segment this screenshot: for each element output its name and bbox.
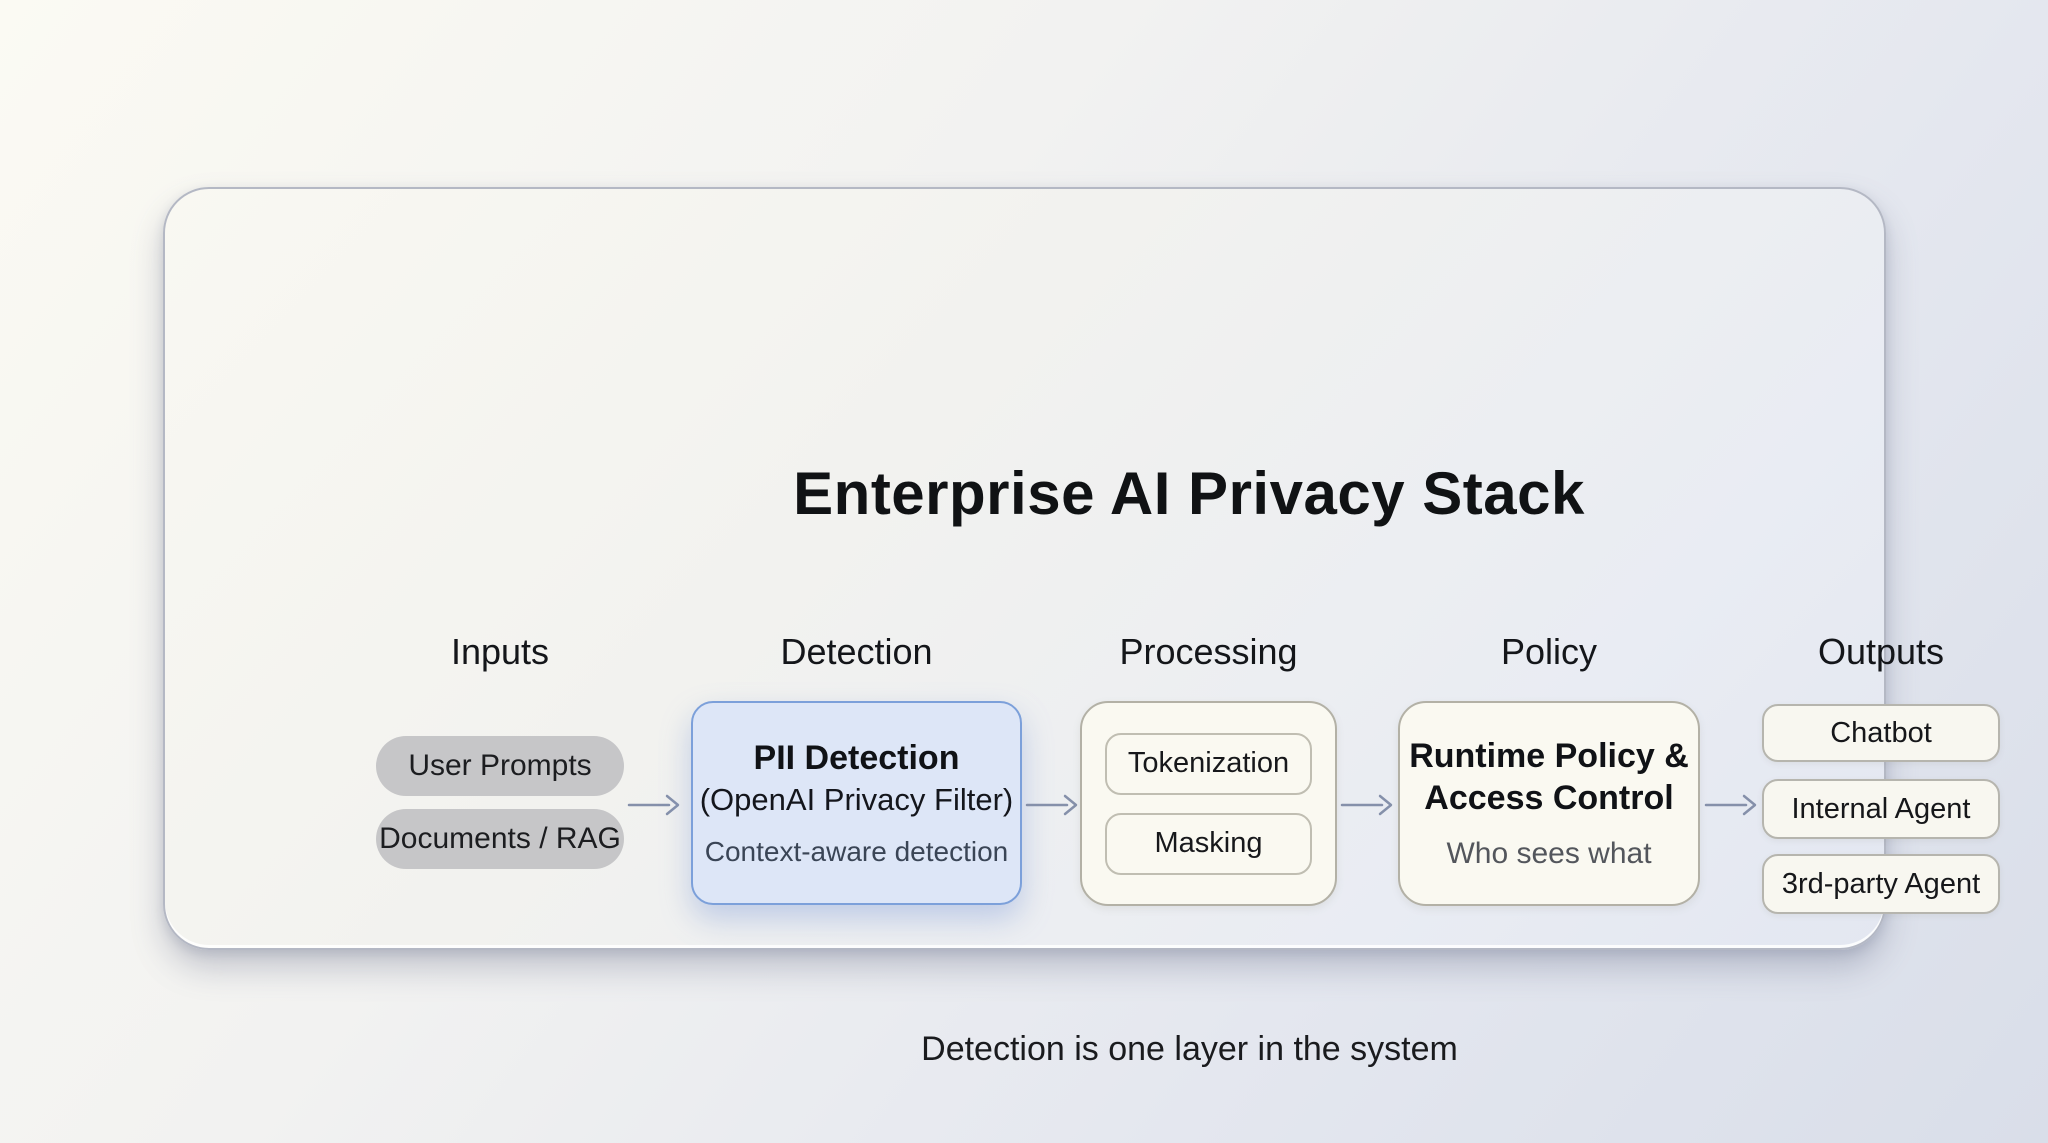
flow-arrow-icon: [1704, 794, 1757, 816]
diagram-title: Enterprise AI Privacy Stack: [793, 460, 1585, 527]
processing-chip-masking: Masking: [1105, 812, 1312, 875]
column-header-policy: Policy: [1500, 631, 1598, 672]
output-box-internal-agent: Internal Agent: [1762, 779, 2000, 839]
column-header-outputs: Outputs: [1817, 631, 1945, 672]
output-box-3rd-party-agent: 3rd-party Agent: [1762, 854, 2000, 914]
processing-panel: Tokenization Masking: [1080, 701, 1337, 906]
policy-panel-title: Runtime Policy & Access Control: [1409, 736, 1689, 817]
processing-chip-tokenization: Tokenization: [1105, 732, 1312, 795]
detection-box-title: PII Detection: [753, 739, 960, 777]
footer-note: Detection is one layer in the system: [921, 1030, 1458, 1068]
flow-arrow-icon: [627, 794, 680, 816]
output-box-chatbot: Chatbot: [1762, 704, 2000, 762]
column-header-detection: Detection: [780, 631, 933, 672]
input-pill-user-prompts: User Prompts: [376, 736, 624, 796]
column-header-inputs: Inputs: [450, 631, 550, 672]
diagram-card: Enterprise AI Privacy Stack Inputs Detec…: [163, 187, 2000, 1068]
detection-box-description: Context-aware detection: [704, 836, 1009, 867]
detection-box-subtitle: (OpenAI Privacy Filter): [699, 782, 1014, 817]
policy-panel-description: Who sees what: [1446, 836, 1652, 870]
column-header-processing: Processing: [1119, 631, 1298, 672]
flow-arrow-icon: [1025, 794, 1078, 816]
flow-arrow-icon: [1340, 794, 1393, 816]
input-pill-documents-rag: Documents / RAG: [376, 809, 624, 869]
detection-box: PII Detection (OpenAI Privacy Filter) Co…: [691, 701, 1022, 905]
policy-panel: Runtime Policy & Access Control Who sees…: [1398, 701, 1700, 906]
